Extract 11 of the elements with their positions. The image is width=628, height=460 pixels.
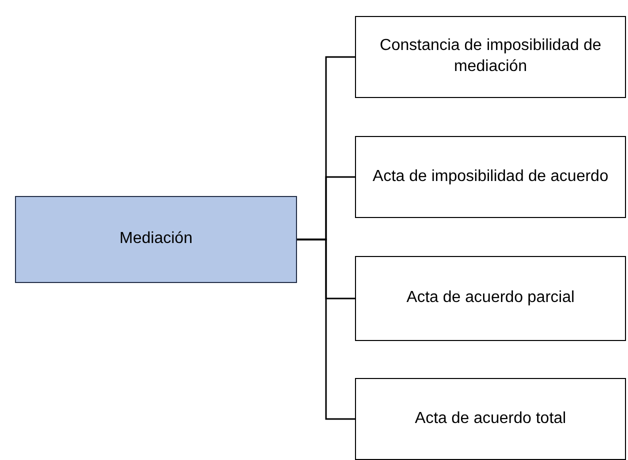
outcome-box (355, 256, 626, 341)
outcome-box (355, 378, 626, 460)
node-label: Constancia de imposibilidad de mediación (378, 36, 602, 77)
node-label: Acta de acuerdo total (414, 408, 566, 429)
outcome-box (355, 16, 626, 98)
connector-line (297, 238, 355, 420)
node-label: Acta de imposibilidad de acuerdo (372, 166, 608, 187)
node-label: Mediación (120, 229, 192, 250)
outcome-box (355, 136, 626, 218)
node-label: Acta de acuerdo parcial (406, 288, 575, 308)
process-box (15, 196, 297, 283)
